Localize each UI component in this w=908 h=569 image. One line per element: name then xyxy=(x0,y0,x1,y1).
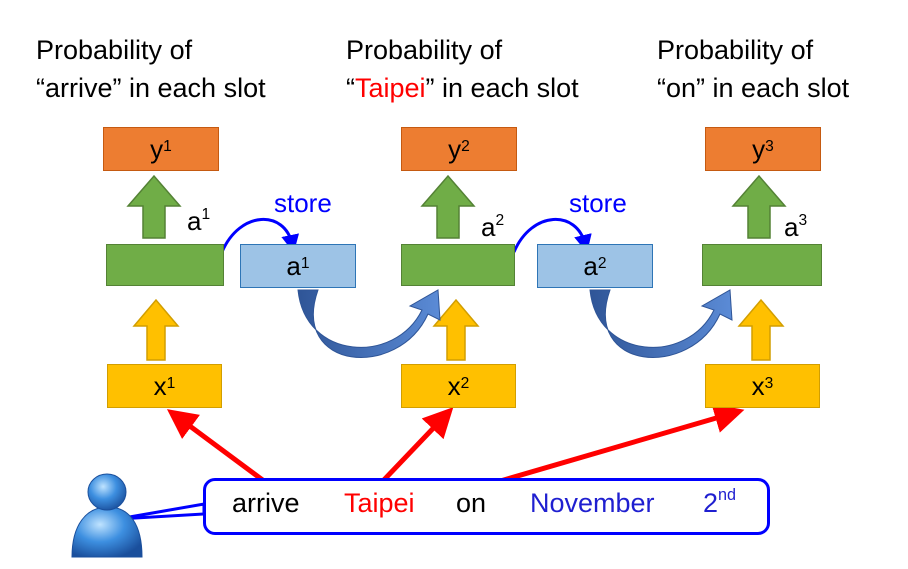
up-arrow-yellow-1 xyxy=(132,298,180,361)
memory-feed-arrow-1 xyxy=(297,289,441,358)
store-arrow-1 xyxy=(220,218,299,253)
hidden-label-index: 2 xyxy=(495,211,505,229)
up-arrow-green-1 xyxy=(126,174,182,239)
store-label-2: store xyxy=(569,188,627,218)
word-arrow-taipei xyxy=(378,407,454,486)
input-label: x xyxy=(153,370,167,401)
hidden-box-2 xyxy=(401,244,515,286)
memory-label: a xyxy=(583,250,598,281)
user-icon xyxy=(71,473,143,558)
slot-word-taipei: Taipei xyxy=(355,73,426,103)
open-quote: “ xyxy=(346,73,355,103)
hidden-label-base: a xyxy=(481,212,496,242)
sentence-word-november: November xyxy=(530,488,655,518)
word-arrow-on xyxy=(489,403,745,487)
slot-title-2-line1: Probability of xyxy=(346,35,503,65)
memory-label: a xyxy=(286,250,301,281)
hidden-label-base: a xyxy=(187,206,202,236)
slot-title-1: Probability of “arrive” in each slot xyxy=(36,31,266,107)
sentence-word-on: on xyxy=(456,488,487,518)
slot-title-2: Probability of “Taipei” in each slot xyxy=(346,31,579,107)
slot-title-1-line1: Probability of xyxy=(36,35,193,65)
sentence-word-taipei: Taipei xyxy=(344,488,415,518)
up-arrow-yellow-3 xyxy=(737,298,785,361)
slot-title-3-line1: Probability of xyxy=(657,35,814,65)
slot-word-on: on xyxy=(666,73,697,103)
slot-title-3: Probability of “on” in each slot xyxy=(657,31,849,107)
ordinal-suffix: nd xyxy=(718,486,737,505)
memory-feed-arrow-2 xyxy=(589,289,733,358)
hidden-label-2: a2 xyxy=(481,212,504,243)
open-quote: “ xyxy=(36,73,45,103)
sentence-box xyxy=(203,478,770,535)
day-number: 2 xyxy=(703,488,719,518)
hidden-label-index: 3 xyxy=(798,211,808,229)
slot-title-1-line2: “arrive” in each slot xyxy=(36,69,266,107)
input-label: x xyxy=(751,370,765,401)
slot-title-suffix: ” in each slot xyxy=(112,73,266,103)
slot-title-suffix: ” in each slot xyxy=(696,73,850,103)
hidden-label-index: 1 xyxy=(201,205,211,223)
slot-word-arrive: arrive xyxy=(45,73,113,103)
hidden-box-3 xyxy=(702,244,822,286)
up-arrow-green-3 xyxy=(731,174,787,239)
input-label: x xyxy=(447,370,461,401)
word-arrow-arrive xyxy=(166,409,270,487)
sentence-word-2nd: 2nd xyxy=(703,486,737,519)
up-arrow-green-2 xyxy=(420,174,476,239)
store-label-1: store xyxy=(274,188,332,218)
output-label: y xyxy=(448,133,462,164)
sentence-word-arrive: arrive xyxy=(232,488,300,518)
up-arrow-yellow-2 xyxy=(432,298,480,361)
store-arrow-2 xyxy=(512,218,592,253)
slot-title-2-line2: “Taipei” in each slot xyxy=(346,69,579,107)
output-label: y xyxy=(752,133,766,164)
output-label: y xyxy=(150,133,164,164)
open-quote: “ xyxy=(657,73,666,103)
slot-title-3-line2: “on” in each slot xyxy=(657,69,849,107)
slot-title-suffix: ” in each slot xyxy=(425,73,579,103)
hidden-label-3: a3 xyxy=(784,212,807,243)
hidden-box-1 xyxy=(106,244,224,286)
hidden-label-base: a xyxy=(784,212,799,242)
hidden-label-1: a1 xyxy=(187,206,210,237)
